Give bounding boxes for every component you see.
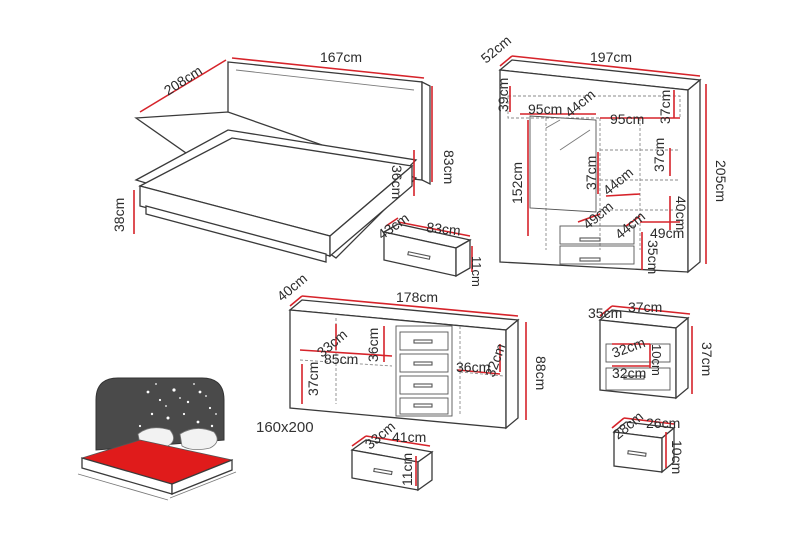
nightstand-drawer-inner-label: 32cm: [612, 365, 646, 381]
bed-leg-height-label: 38cm: [111, 198, 127, 232]
bed-headboard-height-label: 83cm: [441, 150, 457, 184]
mattress-size-label: 160x200: [256, 419, 314, 436]
sideboard-right-width-label: 36cm: [456, 359, 490, 375]
wardrobe-right-shelf-label: 37cm: [651, 138, 667, 172]
bed-drawing: 167cm 208cm 83cm 36cm 38cm 43cm 83cm 11c…: [111, 49, 484, 287]
wardrobe-right-inner-width-label: 95cm: [610, 111, 644, 127]
nightstand-depth-label: 35cm: [588, 305, 622, 321]
nightstand-drawer-height-label: 10cm: [669, 440, 685, 474]
bed-drawer-width-label: 83cm: [426, 219, 462, 238]
wardrobe-drawing: 52cm 197cm 205cm 39cm 95cm 44cm 95cm 37c…: [478, 32, 729, 274]
sideboard-shelf-width-left-label: 85cm: [324, 351, 358, 367]
stars-icon: [138, 383, 217, 428]
led-bed-illustration: 160x200: [77, 377, 314, 501]
sideboard-lower-height-left-label: 37cm: [305, 362, 321, 396]
wardrobe-hanging-height-label: 152cm: [509, 162, 525, 204]
wardrobe-right-compartment-label: 40cm: [673, 196, 689, 230]
wardrobe-depth-label: 52cm: [478, 32, 515, 66]
nightstand-shelf-height-label: 10cm: [649, 344, 664, 376]
nightstand-drawing: 35cm 37cm 37cm 32cm 10cm 32cm 28cm 26cm …: [588, 299, 715, 474]
sideboard-drawer-height-label: 11cm: [399, 453, 415, 486]
sideboard-drawer-width-label: 41cm: [392, 429, 426, 445]
sideboard-width-label: 178cm: [396, 289, 438, 305]
bed-width-label: 167cm: [320, 49, 362, 65]
wardrobe-left-inner-width-label: 95cm: [528, 101, 562, 117]
sideboard-shelf-height-mid-label: 36cm: [365, 328, 381, 362]
wardrobe-mid-shelf-label: 37cm: [583, 156, 599, 190]
nightstand-drawer-width-label: 26cm: [646, 415, 680, 431]
nightstand-width-label: 37cm: [628, 299, 662, 315]
bed-depth-label: 208cm: [161, 62, 205, 98]
wardrobe-right-top-label: 37cm: [657, 90, 673, 124]
sideboard-height-label: 88cm: [533, 356, 549, 390]
sideboard-drawing: 40cm 178cm 88cm 33cm 85cm 36cm 37cm 36cm…: [274, 270, 549, 492]
nightstand-height-label: 37cm: [699, 342, 715, 376]
bed-base-height-label: 36cm: [389, 165, 405, 199]
bed-drawer-height-label: 11cm: [469, 256, 484, 287]
wardrobe-height-label: 205cm: [713, 160, 729, 202]
wardrobe-width-label: 197cm: [590, 49, 632, 65]
wardrobe-drawer-height-label: 35cm: [645, 240, 661, 274]
wardrobe-drawer-depth-right-label: 49cm: [650, 225, 684, 241]
pillow-icon: [179, 428, 218, 450]
sideboard-depth-label: 40cm: [274, 270, 311, 304]
wardrobe-top-shelf-label: 39cm: [495, 78, 511, 112]
